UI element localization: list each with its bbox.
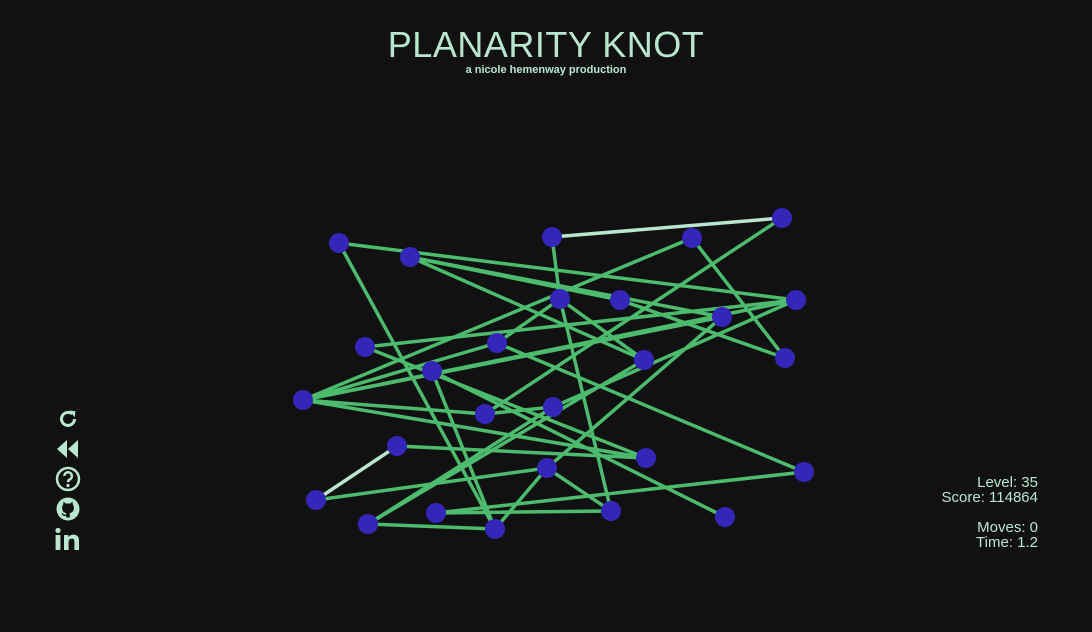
- github-icon: [55, 496, 81, 522]
- score-text: Score: 114864: [941, 489, 1038, 506]
- moves-display: Moves: 0: [977, 519, 1038, 536]
- graph-edge: [395, 444, 648, 460]
- help-button[interactable]: [52, 464, 84, 494]
- graph-edge: [366, 405, 555, 526]
- graph-vertex[interactable]: [786, 290, 806, 310]
- graph-edge: [301, 341, 499, 402]
- graph-vertex[interactable]: [775, 348, 795, 368]
- help-icon: [55, 466, 81, 492]
- graph-vertex[interactable]: [329, 233, 349, 253]
- graph-edge-highlighted: [550, 216, 784, 239]
- stats-panel: Level: 35 Score: 114864 Moves: 0 Time: 1…: [878, 475, 1038, 550]
- refresh-icon: [57, 408, 79, 430]
- graph-edge: [301, 398, 487, 416]
- rewind-button[interactable]: [52, 434, 84, 464]
- graph-vertex[interactable]: [772, 208, 792, 228]
- level-display: Level: 35: [977, 474, 1038, 491]
- graph-edge: [545, 466, 613, 513]
- graph-vertex[interactable]: [487, 333, 507, 353]
- graph-vertex[interactable]: [537, 458, 557, 478]
- graph-edge-highlighted: [314, 444, 399, 502]
- restart-button[interactable]: [52, 404, 84, 434]
- graph-edge: [301, 315, 724, 402]
- graph-vertex[interactable]: [426, 503, 446, 523]
- graph-vertex[interactable]: [293, 390, 313, 410]
- graph-edge: [618, 298, 787, 360]
- graph-edge: [495, 297, 562, 345]
- vertices-layer: [293, 208, 814, 539]
- page-subtitle: a nicole hemenway production: [465, 64, 627, 76]
- graph-vertex[interactable]: [400, 247, 420, 267]
- graph-vertex[interactable]: [387, 436, 407, 456]
- graph-vertex[interactable]: [475, 404, 495, 424]
- graph-vertex[interactable]: [610, 290, 630, 310]
- page-title: PLANARITY KNOT: [387, 24, 705, 65]
- linkedin-button[interactable]: [52, 524, 84, 554]
- graph-vertex[interactable]: [543, 397, 563, 417]
- graph-vertex[interactable]: [306, 490, 326, 510]
- graph-vertex[interactable]: [715, 507, 735, 527]
- graph-edge: [483, 405, 555, 416]
- graph-vertex[interactable]: [636, 448, 656, 468]
- graph-edge: [314, 466, 549, 502]
- graph-edge: [337, 241, 497, 531]
- graph-vertex[interactable]: [712, 307, 732, 327]
- graph-edge: [550, 235, 562, 301]
- graph-edge: [434, 509, 613, 515]
- graph-edge: [301, 236, 694, 402]
- graph-edge: [301, 398, 648, 460]
- graph-edge: [430, 369, 727, 519]
- sidebar-controls: [52, 404, 84, 554]
- graph-vertex[interactable]: [634, 350, 654, 370]
- graph-edge: [493, 466, 549, 531]
- graph-edge: [558, 297, 613, 513]
- graph-vertex[interactable]: [601, 501, 621, 521]
- graph-vertex[interactable]: [682, 228, 702, 248]
- graph-vertex[interactable]: [422, 361, 442, 381]
- graph-edge: [690, 236, 787, 360]
- graph-edge: [408, 255, 724, 319]
- time-display: Time: 1.2: [976, 534, 1038, 551]
- graph-edge: [558, 297, 646, 362]
- graph-edge: [495, 341, 806, 474]
- graph-edge: [434, 470, 806, 515]
- linkedin-icon: [54, 527, 82, 551]
- graph-vertex[interactable]: [358, 514, 378, 534]
- edges-layer: [301, 216, 806, 531]
- score-display: Score: 114864: [942, 490, 1038, 505]
- graph-vertex[interactable]: [542, 227, 562, 247]
- graph-vertex[interactable]: [485, 519, 505, 539]
- graph-vertex[interactable]: [355, 337, 375, 357]
- graph-vertex[interactable]: [794, 462, 814, 482]
- graph-edge: [366, 522, 497, 531]
- github-button[interactable]: [52, 494, 84, 524]
- rewind-icon: [56, 438, 80, 460]
- stats-spacer: [878, 505, 1038, 520]
- graph-vertex[interactable]: [550, 289, 570, 309]
- graph-edge: [363, 345, 648, 460]
